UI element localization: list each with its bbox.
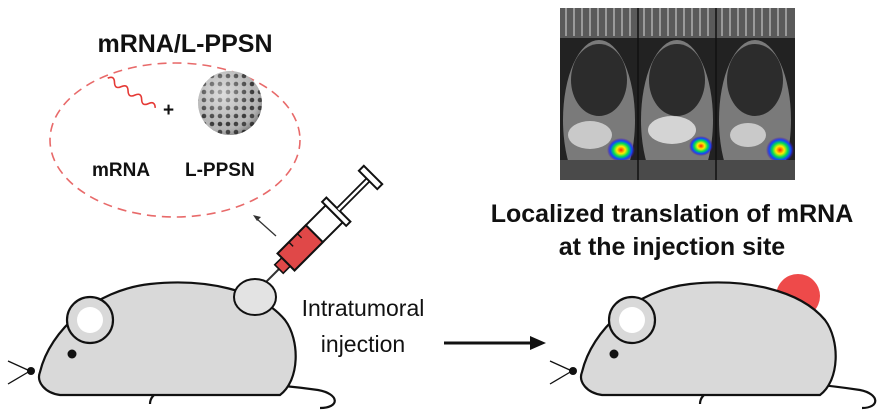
result-line-2: at the injection site [558, 233, 786, 261]
mrna-strand-icon [107, 76, 156, 108]
route-line-1: Intratumoral [301, 295, 425, 321]
route-line-2: injection [320, 331, 406, 357]
plus-sign: + [163, 100, 175, 121]
nanoparticle-label: L-PPSN [185, 160, 255, 181]
formulation-dashed-circle [49, 62, 301, 218]
result-label: Localized translation of mRNA at the inj… [444, 198, 896, 264]
syringe-icon [241, 164, 384, 307]
result-line-1: Localized translation of mRNA [490, 200, 854, 228]
process-arrow-icon [444, 336, 546, 350]
imaging-panel [560, 8, 795, 180]
nanoparticle-icon [198, 71, 262, 135]
imaging-mouse-2 [638, 8, 716, 180]
route-label: Intratumoral injection [268, 290, 458, 362]
arrow-up-small-icon [253, 215, 277, 237]
imaging-mouse-3 [716, 8, 795, 180]
imaging-mouse-1 [560, 8, 638, 180]
mouse-after-icon [549, 274, 877, 410]
formulation-title: mRNA/L-PPSN [97, 30, 273, 58]
mouse-before-icon [7, 278, 336, 410]
mrna-label: mRNA [92, 160, 151, 181]
